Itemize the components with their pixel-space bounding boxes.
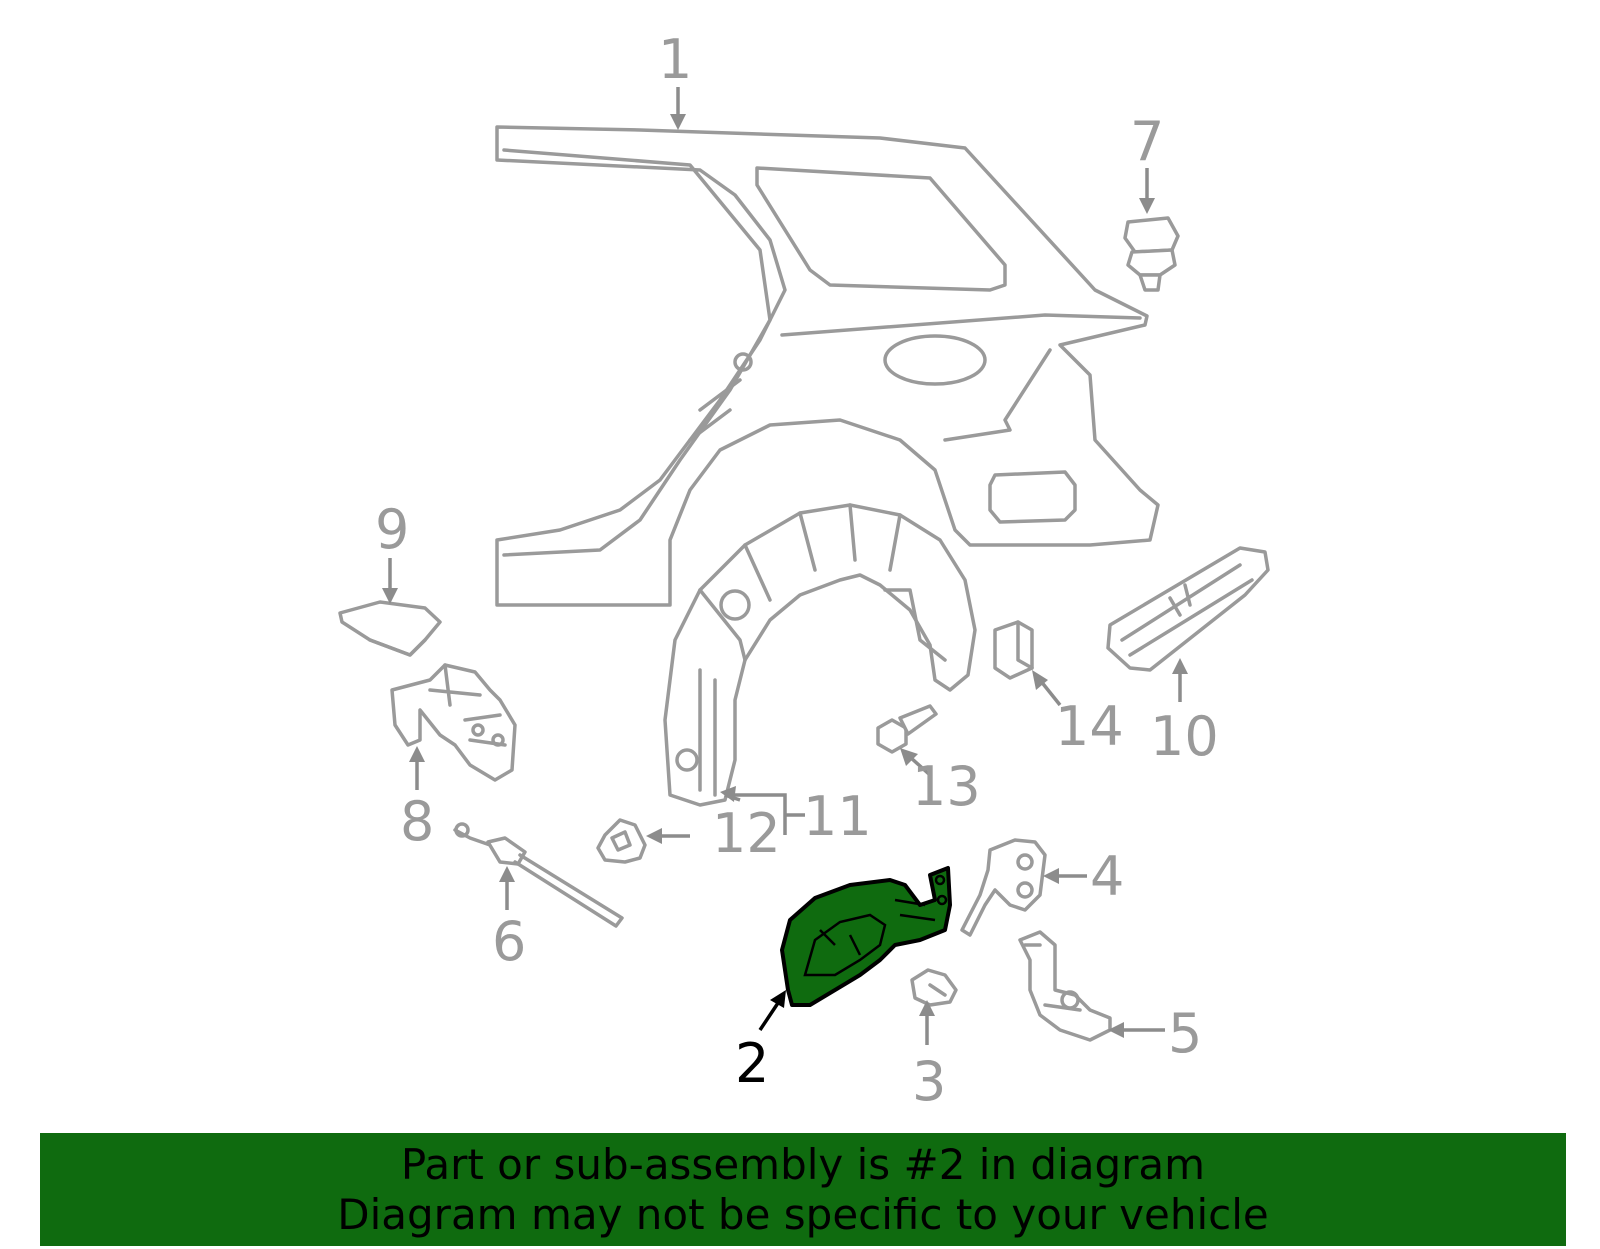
cover-part-9[interactable] xyxy=(338,600,442,657)
stopper-part-3[interactable] xyxy=(910,968,958,1007)
actuator-part-5[interactable] xyxy=(1018,930,1112,1042)
quarter-panel-part-1[interactable] xyxy=(495,125,1160,607)
callout-10: 10 xyxy=(1150,705,1219,768)
clip-nut-part-14[interactable] xyxy=(993,620,1034,680)
callout-3: 3 xyxy=(912,1050,946,1113)
callout-9: 9 xyxy=(375,498,409,561)
info-banner: Part or sub-assembly is #2 in diagram Di… xyxy=(40,1133,1566,1246)
hinge-part-4[interactable] xyxy=(960,838,1047,937)
callout-11: 11 xyxy=(803,785,872,848)
callout-6: 6 xyxy=(492,910,526,973)
wheel-liner-part-11[interactable] xyxy=(663,503,977,807)
callout-14: 14 xyxy=(1055,695,1124,758)
grommet-part-12[interactable] xyxy=(596,818,647,864)
vent-part-10[interactable] xyxy=(1106,546,1270,672)
banner-line-2: Diagram may not be specific to your vehi… xyxy=(337,1189,1269,1239)
callout-2: 2 xyxy=(735,1032,769,1095)
callout-12: 12 xyxy=(712,802,781,865)
callout-1: 1 xyxy=(658,28,692,91)
clip-part-7[interactable] xyxy=(1123,216,1180,292)
callout-5: 5 xyxy=(1168,1002,1202,1065)
bolt-part-13[interactable] xyxy=(876,704,938,754)
banner-line-1: Part or sub-assembly is #2 in diagram xyxy=(400,1139,1206,1189)
callout-4: 4 xyxy=(1090,845,1124,908)
latch-bracket-part-8[interactable] xyxy=(390,663,517,782)
cable-part-6[interactable] xyxy=(453,822,624,928)
fuel-door-part-2[interactable] xyxy=(780,866,952,1007)
callout-13: 13 xyxy=(912,755,981,818)
callout-8: 8 xyxy=(400,790,434,853)
callout-7: 7 xyxy=(1130,110,1164,173)
